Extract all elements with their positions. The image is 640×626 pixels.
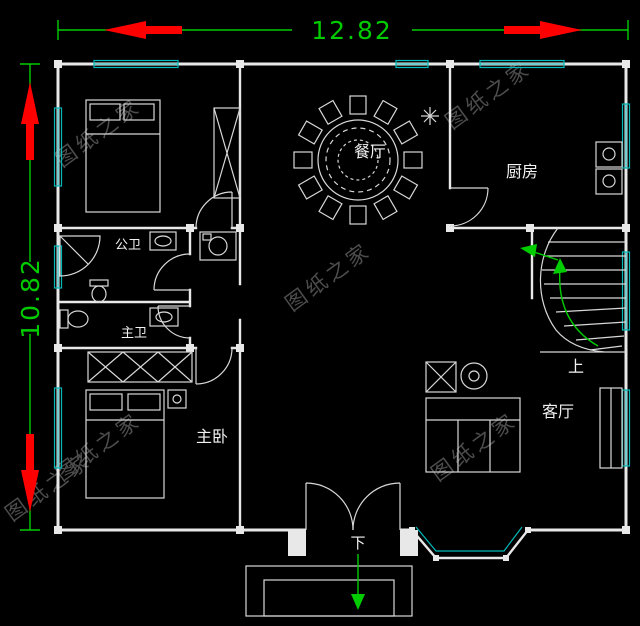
door-arcs	[153, 187, 489, 531]
toilet	[91, 285, 107, 303]
bed	[85, 99, 161, 213]
bed	[85, 389, 165, 499]
kitchen-fixtures	[595, 141, 623, 195]
entrance-down-label: 下	[350, 534, 365, 552]
stair-start-arrow-icon	[520, 244, 537, 257]
dimension-height-value: 10.82	[16, 257, 45, 339]
staircase	[520, 227, 627, 353]
dimension-arrow-right-icon	[504, 21, 582, 39]
dimension-left: 10.82	[16, 63, 45, 531]
washing-machine	[199, 231, 237, 261]
wardrobe	[87, 351, 193, 383]
stair-direction-arrow	[558, 267, 599, 347]
room-labels: 餐厅 厨房 公卫 主卫 主卧 客厅 上 下	[115, 142, 584, 552]
round-table	[460, 362, 488, 390]
watermarks: 图纸之家 图纸之家 图纸之家 图纸之家 图纸之家 图纸之家	[1, 56, 536, 526]
lamp-icon	[421, 107, 439, 125]
dimension-width-value: 12.82	[311, 16, 393, 45]
room-label-master-bedroom: 主卧	[196, 427, 228, 446]
room-label-public-bath: 公卫	[115, 238, 141, 253]
porch-pillar	[400, 530, 418, 556]
shower	[59, 235, 101, 277]
porch-pillar	[288, 530, 306, 556]
dimension-arrow-up-icon	[21, 82, 39, 160]
room-label-master-bath: 主卫	[121, 326, 147, 341]
master-bedroom-furniture	[85, 351, 193, 499]
watermark-text: 图纸之家	[51, 94, 146, 172]
dining-table	[293, 95, 423, 225]
bathroom-fixtures	[59, 231, 237, 329]
dimension-top: 12.82	[57, 16, 629, 45]
entry-steps	[245, 565, 413, 617]
wall-columns	[54, 60, 630, 561]
dimension-arrow-down-icon	[21, 434, 39, 512]
bay-window-glass	[415, 526, 523, 552]
sofa	[425, 397, 521, 473]
dimension-arrow-left-icon	[104, 21, 182, 39]
wardrobe	[213, 107, 241, 199]
room-label-living: 客厅	[542, 402, 574, 421]
watermark-text: 图纸之家	[1, 448, 96, 526]
toilet	[67, 310, 89, 328]
stairs-up-label: 上	[568, 357, 584, 376]
room-label-kitchen: 厨房	[506, 162, 538, 181]
sink	[595, 141, 623, 168]
outer-walls	[56, 62, 628, 560]
side-table	[425, 361, 457, 393]
bedroom-furniture	[85, 99, 241, 213]
watermark-text: 图纸之家	[281, 238, 376, 316]
entrance-porch	[245, 530, 418, 617]
living-room-furniture	[425, 361, 623, 473]
washbasin	[149, 231, 177, 251]
windows	[53, 59, 631, 552]
room-label-dining: 餐厅	[354, 142, 386, 161]
